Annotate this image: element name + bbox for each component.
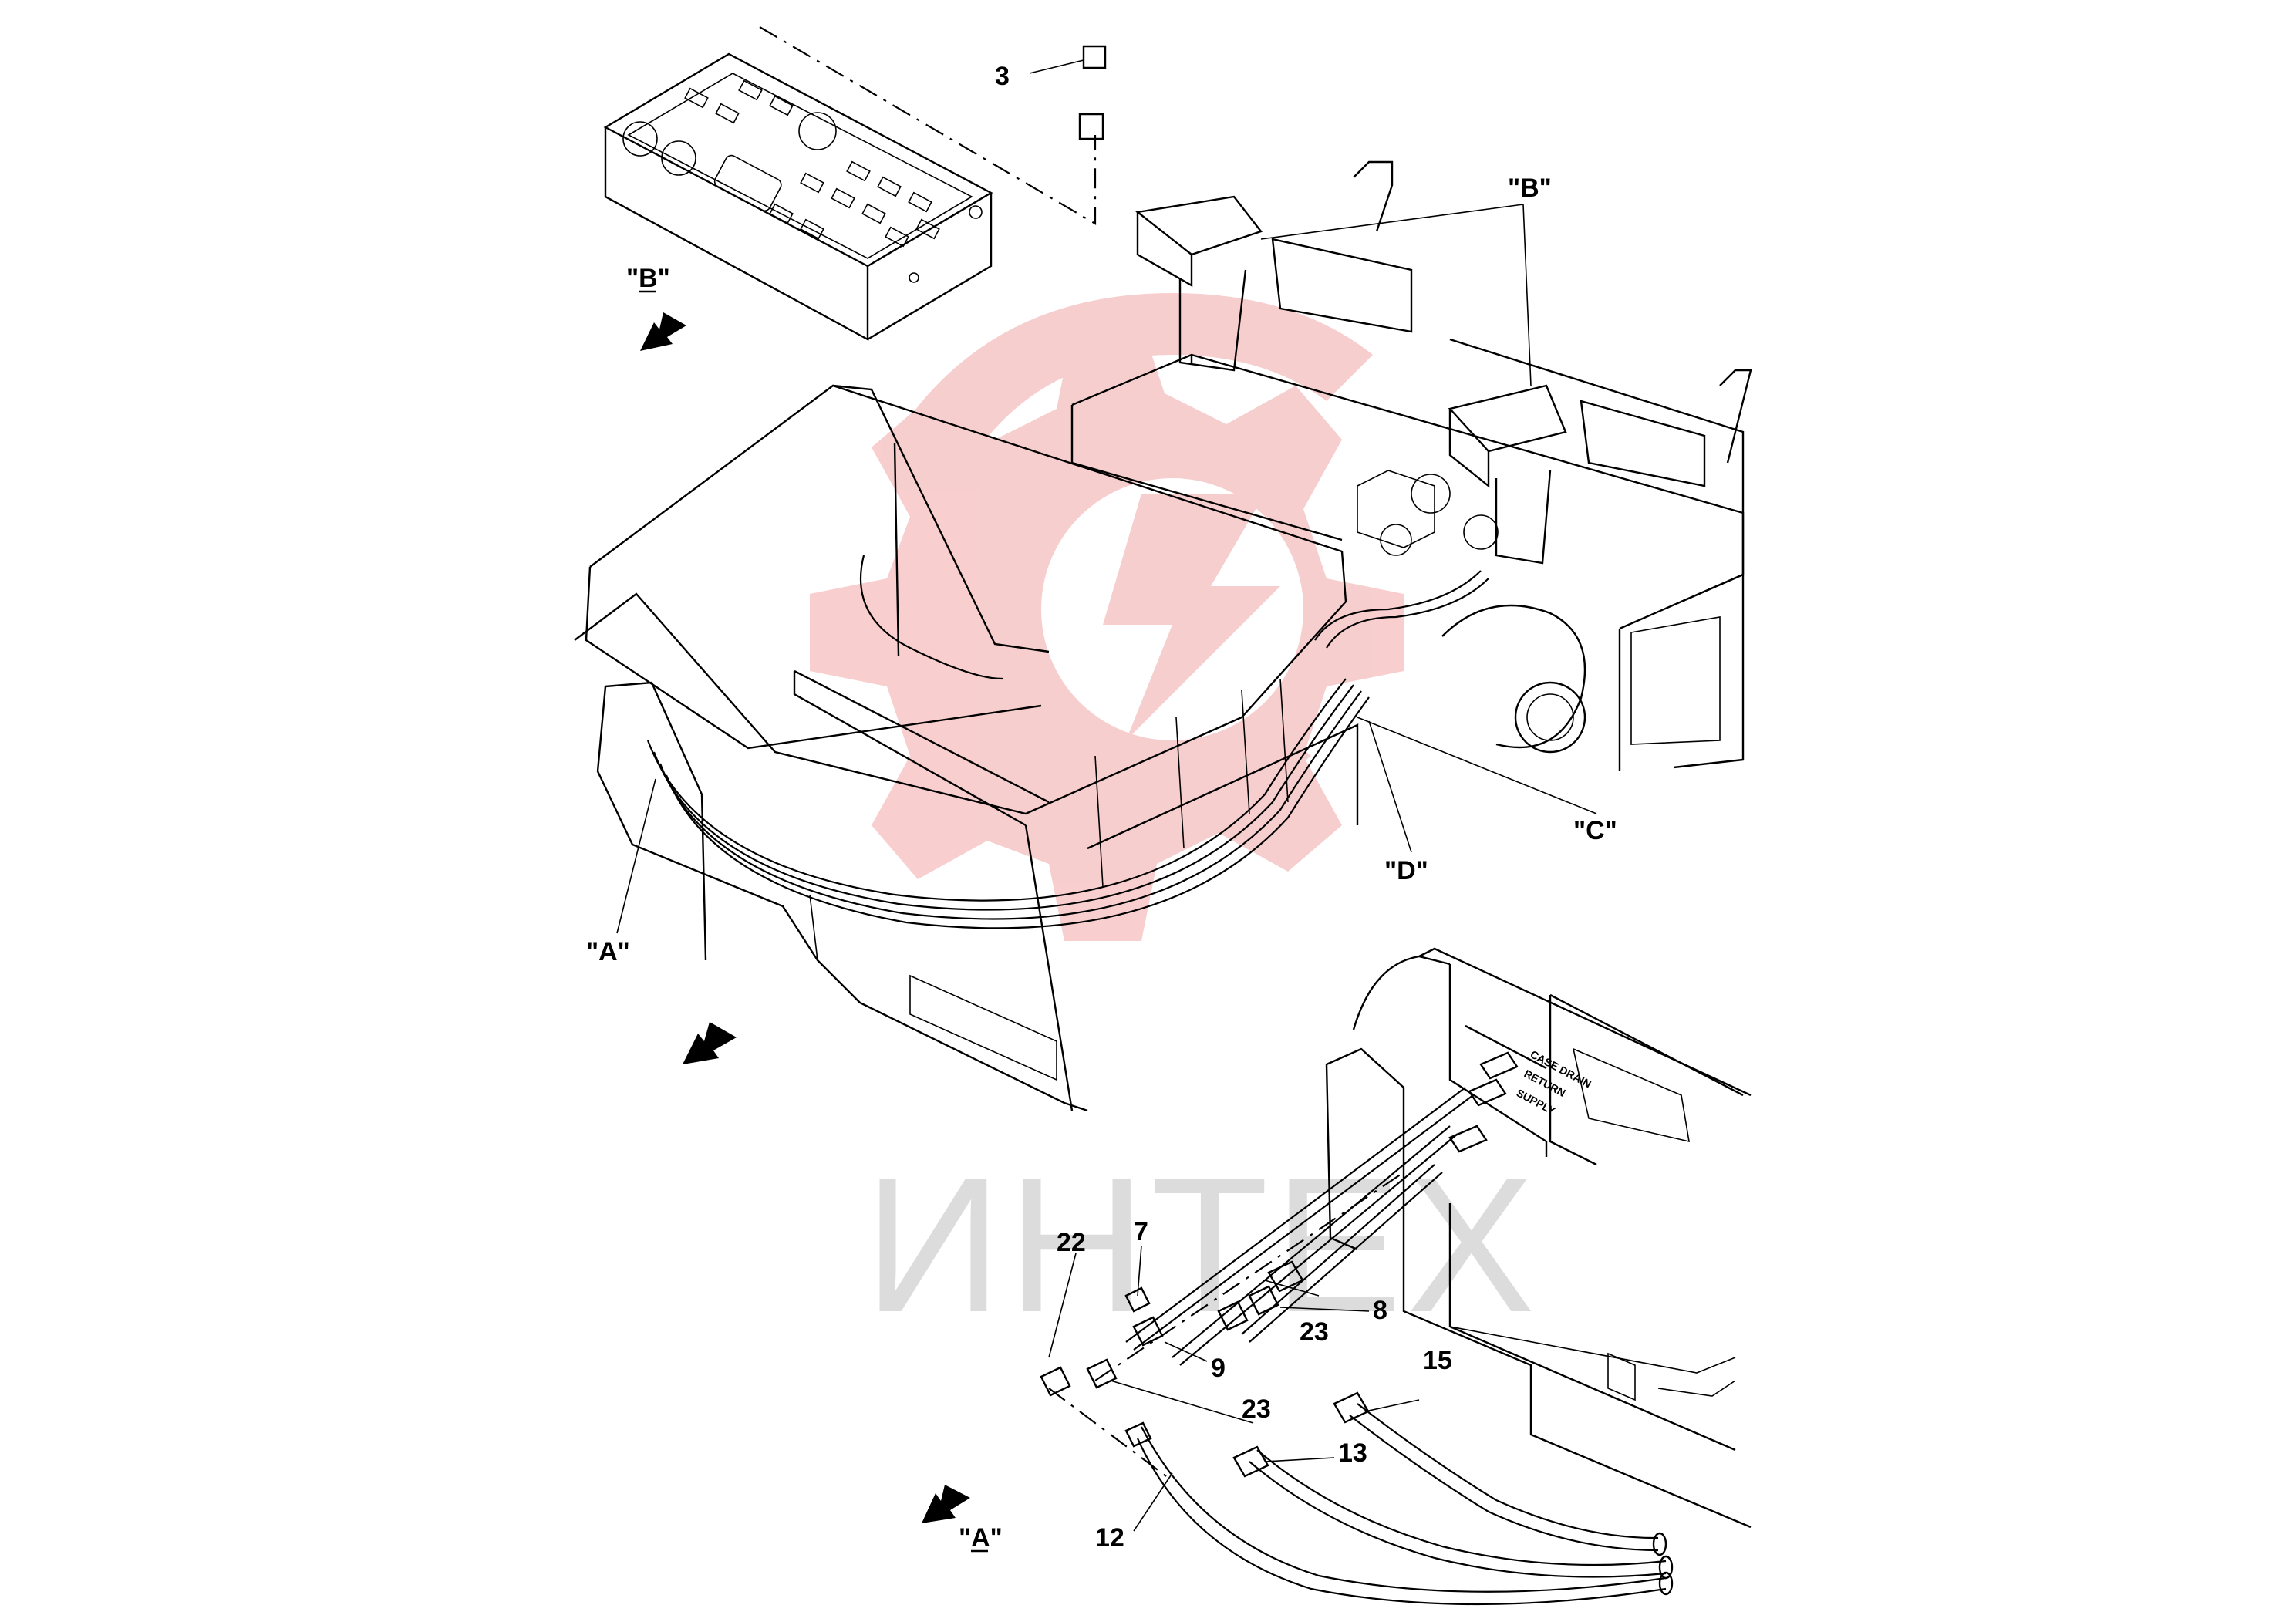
view-label-b: "B" <box>626 264 670 293</box>
leader-b <box>1260 204 1532 386</box>
leader-a <box>616 778 656 934</box>
part-number-23b: 23 <box>1242 1394 1271 1424</box>
part-3-switch <box>1029 45 1107 140</box>
watermark-text: ИНТЕХ <box>864 1137 1539 1352</box>
control-panel <box>603 52 993 342</box>
part-number-13: 13 <box>1338 1438 1367 1468</box>
part-number-12: 12 <box>1095 1523 1124 1553</box>
part-number-3: 3 <box>995 62 1010 91</box>
part-leaders <box>1048 1245 1420 1532</box>
leader-dash-panel <box>759 26 1097 225</box>
view-arrow-a-icon <box>922 1485 970 1523</box>
direction-arrow-icon <box>683 1022 737 1064</box>
leader-d <box>1368 720 1412 853</box>
part-number-7: 7 <box>1134 1217 1148 1246</box>
callout-d: "D" <box>1384 856 1428 885</box>
callout-b: "B" <box>1508 174 1552 203</box>
view-label-a: "A" <box>959 1523 1003 1553</box>
part-number-8: 8 <box>1373 1296 1387 1325</box>
machine-frame <box>574 160 1752 1112</box>
part-number-23a: 23 <box>1300 1317 1329 1347</box>
part-number-15: 15 <box>1423 1346 1452 1375</box>
view-arrow-b-icon <box>640 312 686 351</box>
callout-a: "A" <box>586 937 630 966</box>
part-number-22: 22 <box>1057 1228 1086 1257</box>
leader-c <box>1357 717 1597 814</box>
part-number-9: 9 <box>1211 1354 1226 1383</box>
callout-c: "C" <box>1573 816 1617 845</box>
hoses-12-13-15 <box>1136 1403 1674 1606</box>
